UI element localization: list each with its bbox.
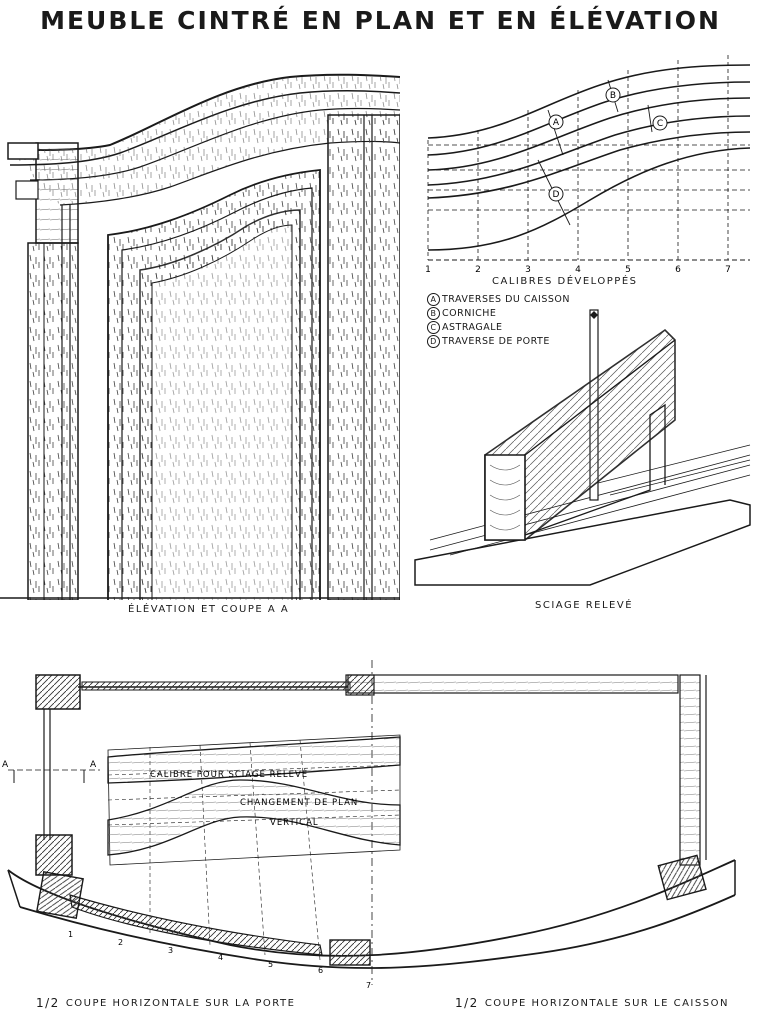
page-title: MEUBLE CINTRÉ EN PLAN ET EN ÉLÉVATION — [40, 6, 721, 35]
calibre-tick: 1 — [425, 265, 431, 275]
plan-change-label-2: VERTICAL — [270, 818, 319, 828]
calibres-diagram: A B C D 1 2 3 4 5 6 7 — [425, 55, 751, 275]
legend-letter: D — [427, 334, 440, 348]
plan-section: A A CALIBRE POUR SCIAGE RELEVÉ CHANGEMEN… — [2, 660, 736, 990]
half-symbol: 1/2 — [36, 996, 60, 1010]
legend-text: CORNICHE — [442, 307, 497, 319]
legend-letter: A — [427, 292, 440, 306]
plan-tick: 7 — [366, 981, 371, 990]
plan-tick: 4 — [218, 953, 223, 962]
calibre-letter-d: D — [553, 190, 560, 200]
legend-text: TRAVERSE DE PORTE — [442, 335, 550, 347]
calibre-letter-a: A — [553, 118, 560, 128]
plan-tick: 1 — [68, 930, 73, 939]
half-caisson-text: COUPE HORIZONTALE SUR LE CAISSON — [484, 997, 729, 1009]
calibre-tick: 7 — [725, 265, 731, 275]
sciage-drawing — [414, 309, 751, 586]
section-mark-right: A — [90, 760, 97, 770]
elevation-caption: ÉLÉVATION ET COUPE A A — [128, 604, 290, 615]
calibre-tick: 4 — [575, 265, 581, 275]
elevation-drawing — [0, 73, 400, 600]
calibre-letter-b: B — [610, 91, 616, 101]
legend-letter: C — [427, 320, 440, 334]
calibre-tick: 2 — [475, 265, 481, 275]
plan-tick: 2 — [118, 938, 123, 947]
calibre-tick: 5 — [625, 265, 631, 275]
legend-letter: B — [427, 306, 440, 320]
section-mark-left: A — [2, 760, 9, 770]
plan-calibre-label: CALIBRE POUR SCIAGE RELEVÉ — [150, 768, 308, 780]
legend-text: ASTRAGALE — [442, 321, 503, 333]
calibres-caption: CALIBRES DÉVELOPPÉS — [492, 276, 638, 287]
calibre-letter-c: C — [657, 119, 663, 129]
plan-tick: 3 — [168, 946, 173, 955]
half-door-text: COUPE HORIZONTALE SUR LA PORTE — [65, 997, 296, 1009]
sciage-caption: SCIAGE RELEVÉ — [535, 600, 634, 611]
plan-tick: 6 — [318, 966, 323, 975]
calibre-tick: 3 — [525, 265, 531, 275]
half-door-caption: 1/2 COUPE HORIZONTALE SUR LA PORTE — [36, 996, 295, 1010]
legend-text: TRAVERSES DU CAISSON — [442, 293, 570, 305]
half-symbol: 1/2 — [455, 996, 479, 1010]
half-caisson-caption: 1/2 COUPE HORIZONTALE SUR LE CAISSON — [455, 996, 729, 1010]
plan-tick: 5 — [268, 960, 273, 969]
calibre-tick: 6 — [675, 265, 681, 275]
plan-change-label-1: CHANGEMENT DE PLAN — [240, 798, 358, 808]
